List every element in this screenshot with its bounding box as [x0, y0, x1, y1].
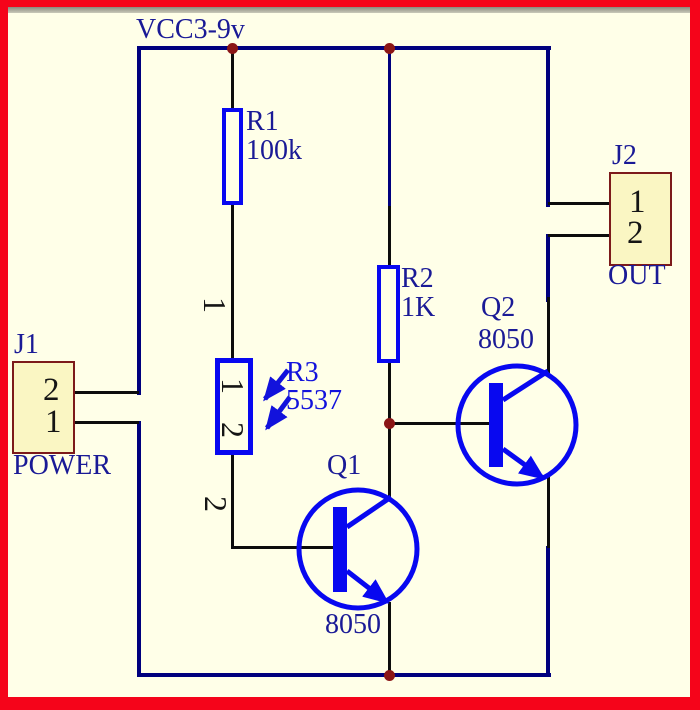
wire-j2-pin2-stub [548, 234, 610, 237]
j1-pin1-number: 1 [45, 404, 62, 440]
wire-q2-collector [547, 297, 550, 374]
transistor-q1-symbol [296, 487, 420, 611]
r3-pin1-inner-number: 1 [215, 378, 251, 394]
r3-ref-annotation: R3 [286, 357, 319, 388]
r2-ref-label: R2 [401, 263, 434, 294]
j1-pin2-number: 2 [43, 372, 60, 408]
resistor-r2-symbol [377, 265, 400, 363]
resistor-r1-symbol [222, 108, 243, 205]
frame-border-right [690, 0, 700, 710]
r2-value-label: 1K [401, 292, 436, 323]
wire-right-rail-lower [546, 546, 550, 677]
junction-dot-vcc-r2 [384, 43, 395, 54]
wire-q1-emitter [388, 602, 391, 676]
wire-left-rail-lower [137, 421, 141, 677]
j2-ref-label: J2 [612, 140, 637, 171]
j2-pin2-number: 2 [627, 215, 644, 251]
wire-r2-bottom-pin [388, 362, 391, 425]
frame-border-top [0, 0, 700, 7]
wire-left-rail-upper [137, 46, 141, 395]
wire-top-rail [137, 46, 551, 50]
wire-right-rail-upper [546, 46, 550, 207]
q1-ref-label: Q1 [327, 450, 362, 481]
vcc-net-label: VCC3-9v [136, 14, 245, 45]
q2-value-label: 8050 [478, 324, 534, 355]
wire-q1-base [231, 546, 341, 549]
junction-dot-r2-q2base [384, 418, 395, 429]
r3-value-annotation: 5537 [286, 385, 342, 416]
r3-pin2-wire-number: 2 [198, 496, 234, 512]
r1-value-label: 100k [246, 135, 302, 166]
junction-dot-vcc-r1 [227, 43, 238, 54]
junction-dot-gnd [384, 670, 395, 681]
top-gray-strip [8, 7, 690, 13]
wire-r3-bottom [231, 454, 234, 549]
wire-q2-base [388, 422, 496, 425]
transistor-q2-symbol [455, 363, 579, 487]
wire-j2-to-q2-collector [546, 234, 550, 302]
j2-pin1-number: 1 [629, 184, 646, 220]
j1-name-label: POWER [13, 450, 111, 481]
r3-pin1-wire-number: 1 [197, 297, 233, 313]
r3-pin2-inner-number: 2 [215, 422, 251, 438]
annotation-arrows-icon [263, 368, 293, 431]
wire-j1-pin2-stub [75, 391, 139, 394]
connector-j1-box [12, 361, 75, 454]
q2-ref-label: Q2 [481, 292, 516, 323]
frame-border-bottom [0, 697, 700, 710]
wire-j2-pin1-stub [548, 202, 610, 205]
wire-j1-pin1-stub [75, 421, 139, 424]
q1-value-label: 8050 [325, 609, 381, 640]
wire-vcc-to-r2 [388, 50, 391, 208]
frame-border-left [0, 0, 8, 710]
j1-ref-label: J1 [14, 329, 39, 360]
wire-r1-to-r3 [231, 204, 234, 360]
resistor-r3-symbol [215, 358, 253, 455]
wire-r2-top-pin [388, 206, 391, 267]
r1-ref-label: R1 [246, 106, 279, 137]
j2-name-label: OUT [608, 260, 666, 291]
wire-bottom-rail [137, 673, 551, 677]
wire-q1-collector [388, 424, 391, 500]
wire-q2-emitter [547, 477, 550, 548]
wire-r1-top-pin [231, 50, 234, 110]
connector-j2-box [609, 172, 672, 266]
